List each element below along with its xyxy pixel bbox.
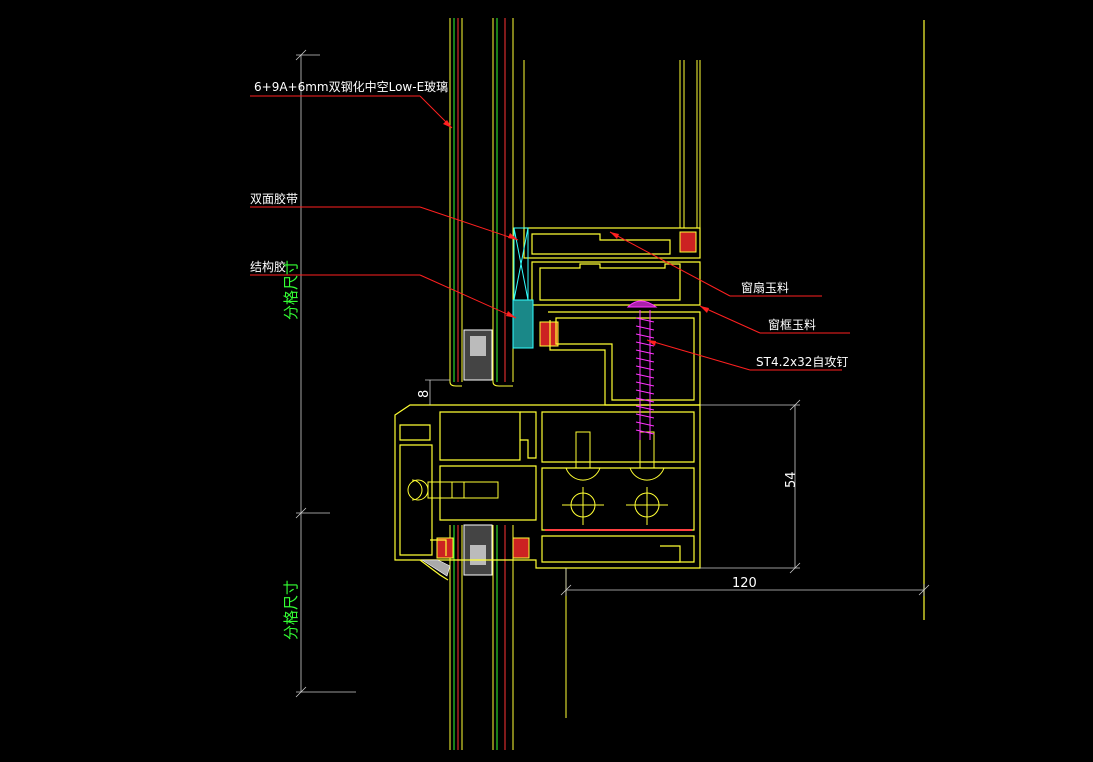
dimension-lines (295, 49, 930, 698)
self-tapping-screw (626, 300, 658, 440)
inner-sash-glass (523, 60, 701, 228)
double-tape-label: 双面胶带 (250, 191, 298, 206)
gap-dimension: 8 (417, 390, 432, 398)
sash-profile-label: 窗扇玉料 (741, 280, 789, 295)
vertical-bolts (562, 431, 668, 525)
glass-panes (449, 18, 514, 750)
sash-profile (523, 227, 701, 345)
glass-label: 6+9A+6mm双钢化中空Low-E玻璃 (254, 79, 448, 94)
outer-cap (420, 559, 451, 577)
height-dimension: 54 (784, 471, 799, 488)
grid-size-upper: 分格尺寸 (282, 260, 300, 320)
leader-arrowheads (443, 120, 709, 346)
frame-profile (548, 311, 701, 406)
gaskets (436, 231, 697, 559)
structural-glue (512, 299, 534, 349)
leader-lines (250, 95, 850, 371)
structural-glue-label: 结构胶 (250, 259, 286, 274)
horizontal-bolt (407, 479, 499, 501)
spacer-blocks (463, 329, 493, 576)
depth-dimension: 120 (732, 576, 757, 591)
mullion-body (394, 404, 701, 581)
frame-profile-label: 窗框玉料 (768, 318, 816, 332)
screw-label: ST4.2x32自攻钉 (756, 355, 848, 369)
grid-size-lower: 分格尺寸 (282, 580, 300, 640)
